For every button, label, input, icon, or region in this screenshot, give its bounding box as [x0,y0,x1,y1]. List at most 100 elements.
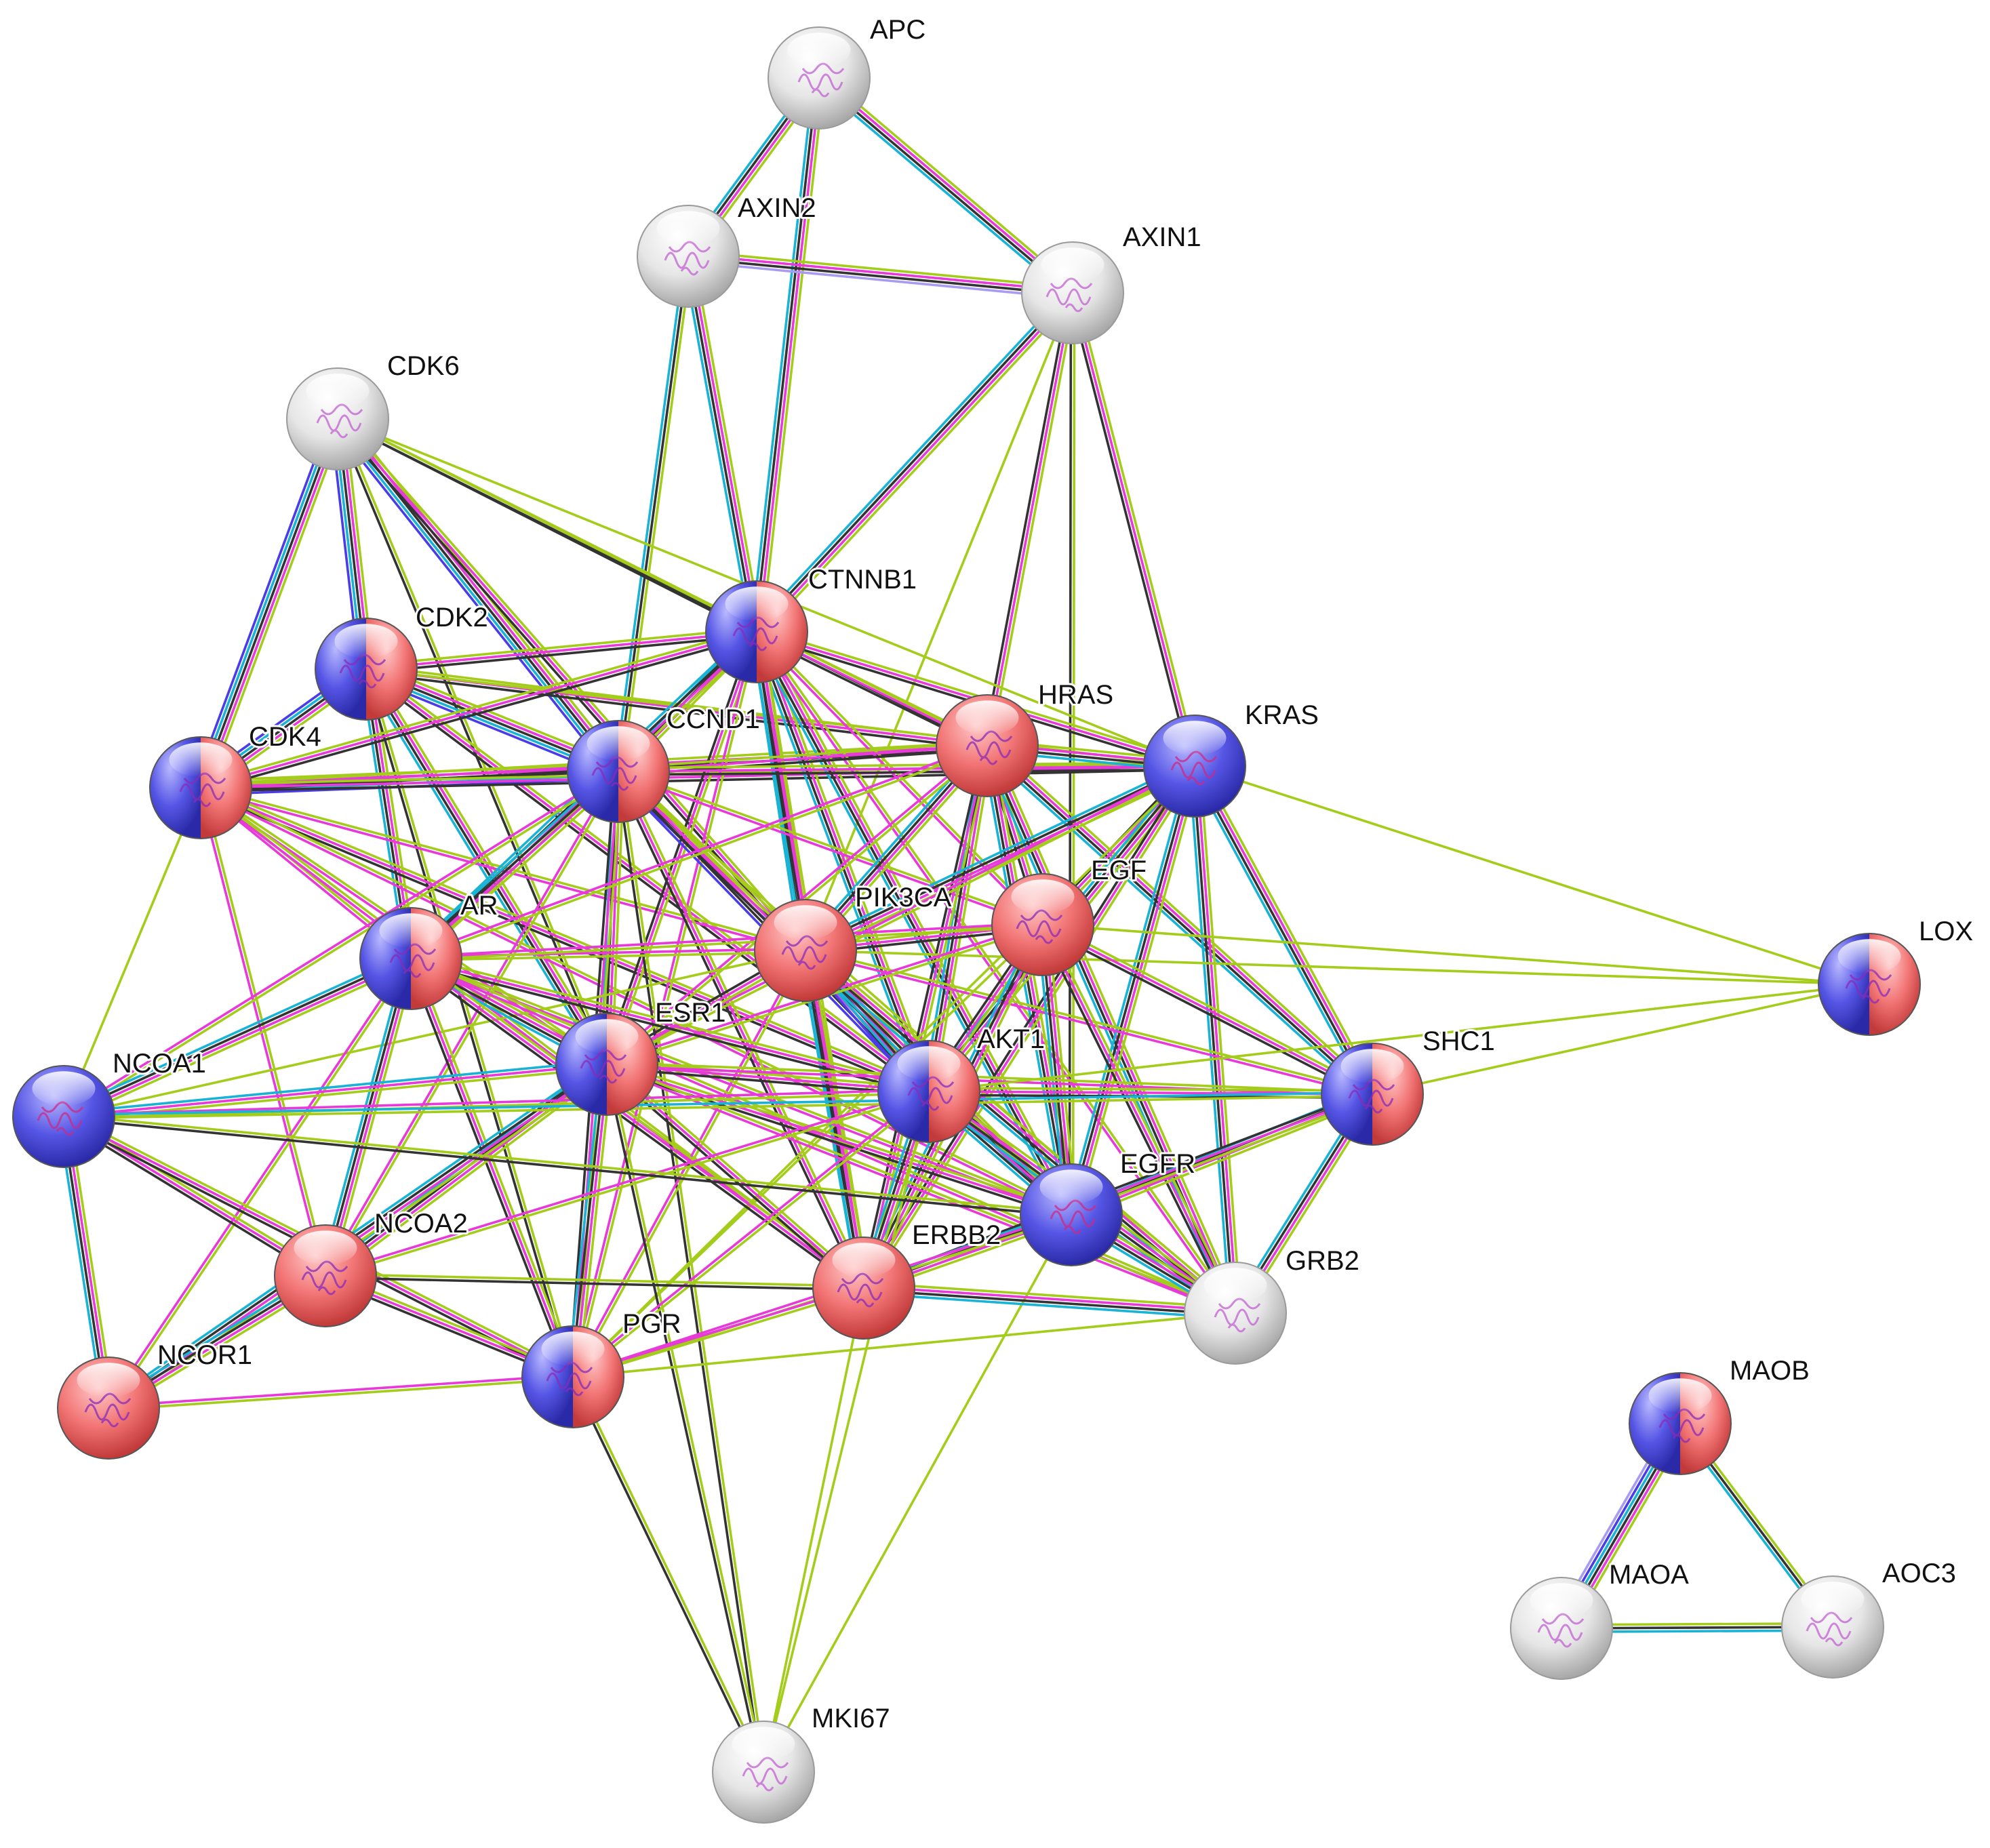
edge-pgr-grb2[interactable] [572,1312,1237,1378]
node-hras[interactable]: HRAS [936,678,1115,797]
edge-axin1-ctnnb1[interactable] [751,287,1078,637]
node-axin1[interactable]: AXIN1 [1021,220,1203,344]
edge-shc1-lox[interactable] [1371,983,1871,1096]
node-outline [812,1237,915,1340]
node-maob[interactable]: MAOB [1629,1354,1812,1475]
node-label-ncoa1: NCOA1 [113,1049,206,1079]
edge-ar-ncoa2[interactable] [319,956,418,1279]
edge-ctnnb1-pgr[interactable] [570,630,760,1379]
node-kras[interactable]: KRAS [1143,698,1321,818]
edge-evidence-magenta [410,957,865,1289]
edge-apc-ctnnb1[interactable] [750,76,826,634]
edge-ccnd1-kras[interactable] [617,761,1196,776]
edge-pgr-mki67[interactable] [570,1375,767,1774]
edge-axin1-hras[interactable] [982,291,1077,748]
edge-evidence-lime [62,786,202,1118]
edge-hras-shc1[interactable] [982,740,1378,1100]
edge-axin2-axin1[interactable] [686,249,1075,300]
edge-ar-ncoa1[interactable] [60,952,415,1123]
node-pik3ca[interactable]: PIK3CA [754,881,954,1002]
edge-ar-pgr[interactable] [406,956,578,1380]
node-erbb2[interactable]: ERBB2 [812,1218,1003,1340]
edge-evidence-lime [62,1091,930,1120]
edge-egf-pgr[interactable] [572,923,1044,1378]
edge-ncoa2-erbb2[interactable] [324,1272,865,1291]
edge-akt1-ncoa1[interactable] [62,1088,930,1120]
edge-egf-lox[interactable] [1041,923,1871,986]
edge-axin2-ctnnb1[interactable] [681,254,763,635]
edge-ccnd1-mki67[interactable] [615,769,767,1774]
edge-cdk2-akt1[interactable] [363,665,932,1096]
edge-akt1-ncoa2[interactable] [323,1088,931,1279]
edge-evidence-magenta [365,668,930,1093]
edge-cdk2-ctnnb1[interactable] [364,627,759,674]
edge-ccnd1-erbb2[interactable] [614,768,869,1291]
edge-erbb2-grb2[interactable] [862,1281,1237,1320]
edge-ncoa1-egfr[interactable] [62,1113,1073,1218]
edge-ctnnb1-grb2[interactable] [754,629,1238,1316]
node-ar[interactable]: AR [359,889,500,1010]
edge-pik3ca-ar[interactable] [410,947,807,962]
edge-egfr-mki67[interactable] [762,1213,1073,1773]
edge-pik3ca-lox[interactable] [804,949,1871,986]
edge-evidence-magenta [409,742,988,959]
edge-akt1-lox[interactable] [928,983,1871,1093]
node-ncoa2[interactable]: NCOA2 [274,1207,470,1327]
edge-ar-ncor1[interactable] [106,956,414,1411]
edge-ccnd1-ncoa1[interactable] [61,768,621,1120]
edge-egf-shc1[interactable] [1039,920,1376,1099]
edge-akt1-pgr[interactable] [570,1089,932,1380]
node-maoa[interactable]: MAOA [1510,1558,1691,1680]
node-cdk2[interactable]: CDK2 [315,601,490,721]
node-akt1[interactable]: AKT1 [877,1022,1047,1143]
node-mki67[interactable]: MKI67 [712,1702,892,1824]
node-egfr[interactable]: EGFR [1020,1147,1197,1266]
edge-axin2-ccnd1[interactable] [614,254,693,774]
edge-egf-grb2[interactable] [1038,921,1240,1317]
edge-evidence-black [982,291,1071,746]
edge-evidence-lime [692,254,763,632]
edge-egf-ar[interactable] [410,921,1044,962]
edge-pgr-ncor1[interactable] [107,1373,574,1411]
edge-evidence-lime [1371,983,1871,1096]
node-esr1[interactable]: ESR1 [555,996,728,1116]
node-axin2[interactable]: AXIN2 [637,191,818,308]
edge-apc-axin1[interactable] [814,73,1077,298]
node-shc1[interactable]: SHC1 [1321,1024,1497,1146]
edge-cdk6-cdk4[interactable] [193,415,346,792]
edge-cdk4-ctnnb1[interactable] [198,627,759,792]
node-grb2[interactable]: GRB2 [1184,1244,1361,1365]
edge-ccnd1-egf[interactable] [616,768,1045,928]
edge-erbb2-mki67[interactable] [762,1287,865,1773]
edge-pik3ca-ncoa1[interactable] [62,949,807,1118]
node-ccnd1[interactable]: CCND1 [567,702,762,823]
edge-hras-ar[interactable] [409,742,989,962]
node-ncor1[interactable]: NCOR1 [57,1338,254,1460]
node-apc[interactable]: APC [768,13,928,129]
node-pgr[interactable]: PGR [521,1307,683,1428]
edge-kras-shc1[interactable] [1189,762,1378,1098]
edge-cdk4-ncoa1[interactable] [62,786,202,1118]
node-aoc3[interactable]: AOC3 [1781,1556,1958,1679]
edge-akt1-mki67[interactable] [762,1090,930,1773]
node-ctnnb1[interactable]: CTNNB1 [705,563,919,683]
edge-kras-grb2[interactable] [1188,764,1242,1315]
edge-kras-egfr[interactable] [1064,763,1201,1218]
edge-axin1-pik3ca[interactable] [804,292,1074,952]
node-gloss [77,1363,140,1398]
edge-axin1-egfr[interactable] [1068,292,1076,1216]
node-lox[interactable]: LOX [1818,915,1975,1036]
node-outline [57,1357,160,1460]
edge-shc1-ncoa1[interactable] [62,1091,1374,1120]
edge-esr1-mki67[interactable] [603,1062,767,1774]
edge-kras-lox[interactable] [1193,765,1871,986]
edge-cdk4-akt1[interactable] [198,783,932,1096]
edge-esr1-pgr[interactable] [566,1062,614,1379]
edge-evidence-lime [1071,292,1076,1216]
node-cdk6[interactable]: CDK6 [286,349,462,470]
node-egf[interactable]: EGF [991,853,1149,976]
edge-axin1-kras[interactable] [1068,290,1199,769]
node-label-ctnnb1: CTNNB1 [808,565,917,595]
node-ncoa1[interactable]: NCOA1 [12,1047,208,1168]
node-cdk4[interactable]: CDK4 [149,720,323,839]
